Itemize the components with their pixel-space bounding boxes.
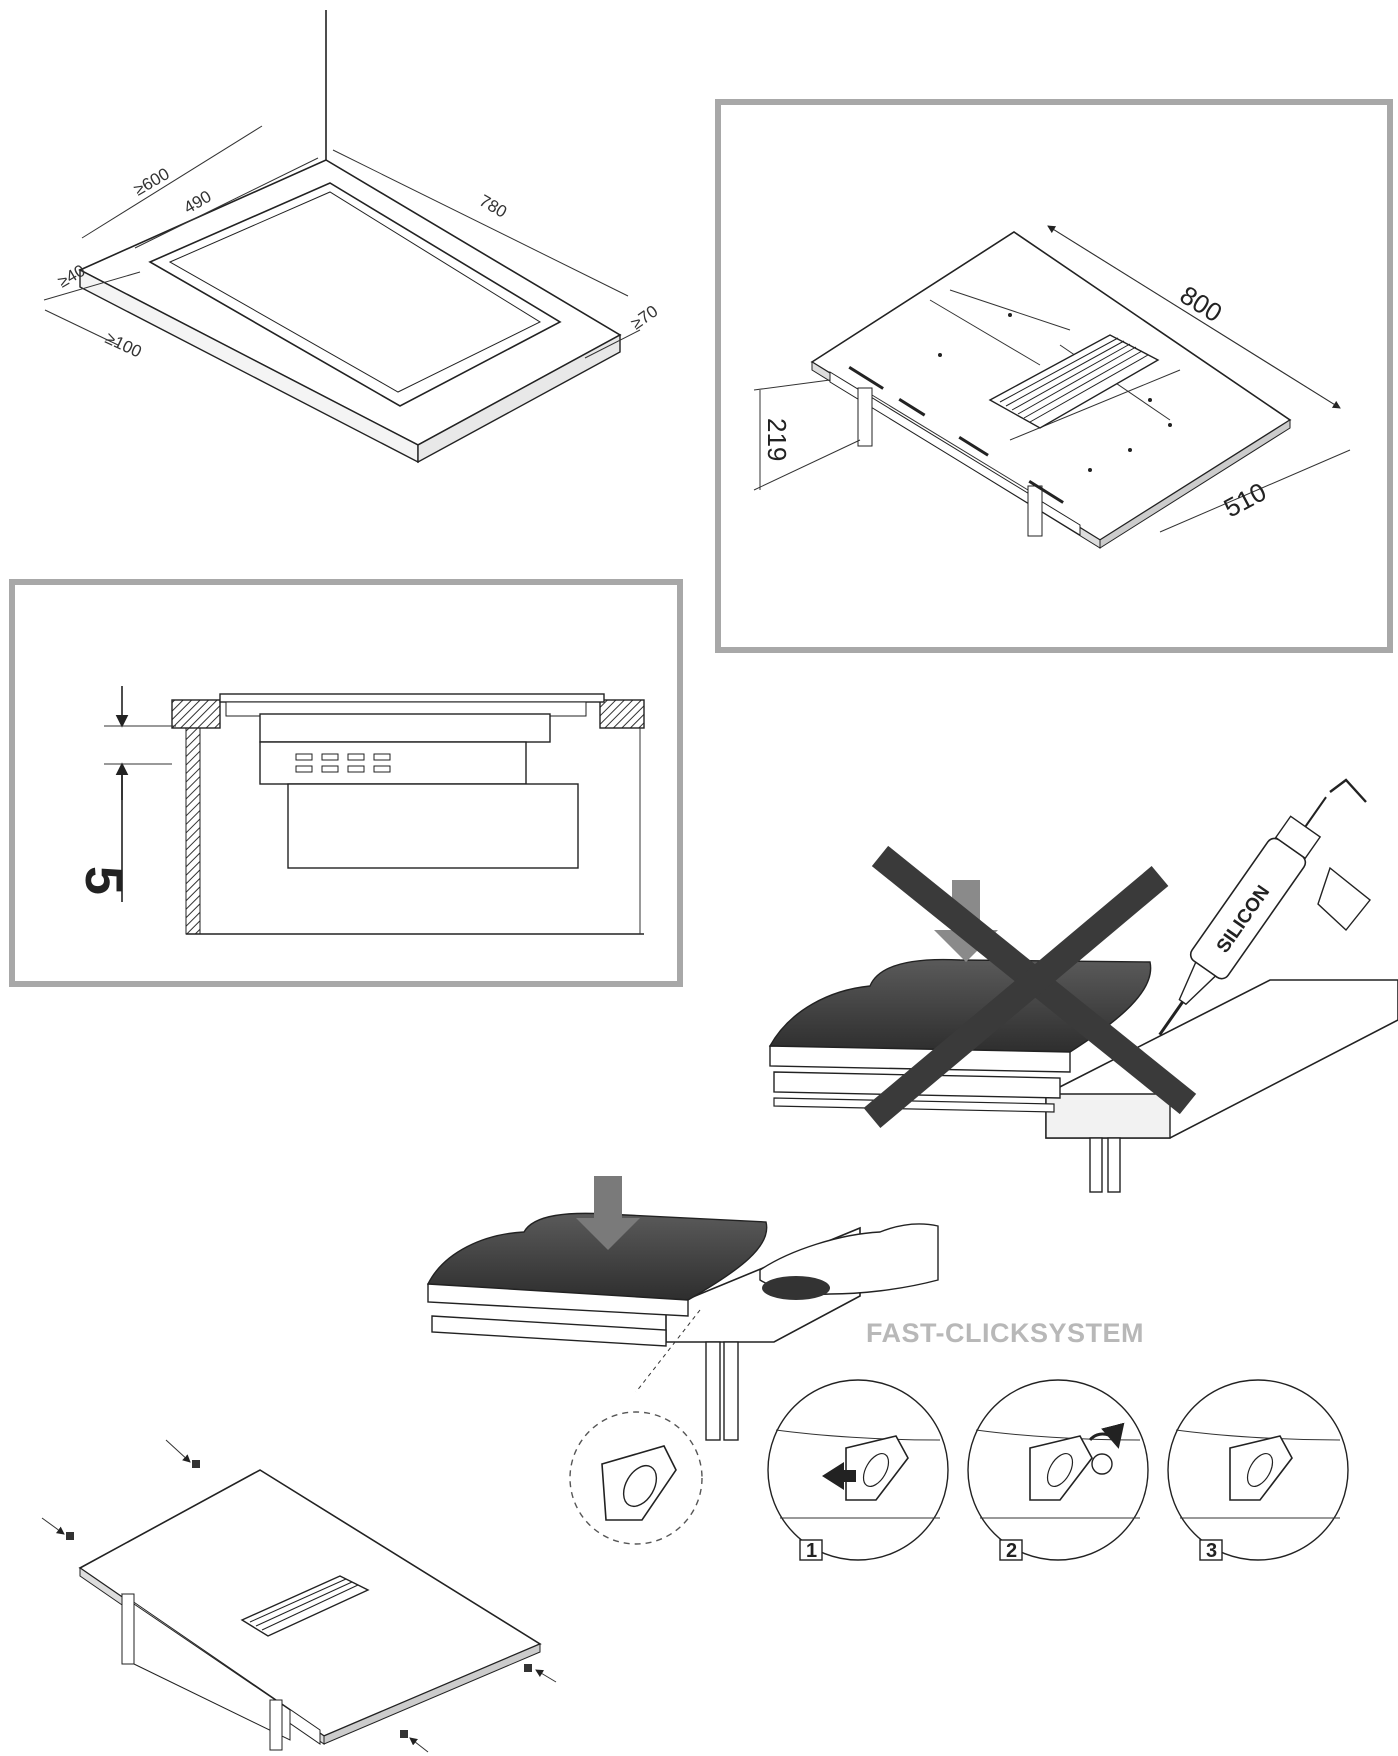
no-silicone-illustration: SILICON (768, 778, 1398, 1193)
clip-marker-right (524, 1664, 557, 1683)
cutout-diagram: ≥600 490 780 ≥40 ≥100 ≥70 (43, 10, 661, 464)
clip-marker-left (41, 1517, 74, 1540)
correct-install-illustration (426, 1176, 939, 1441)
fast-click-system-title: FAST-CLICKSYSTEM (866, 1318, 1145, 1348)
hob-dimensions-frame (715, 99, 1393, 653)
hob-depth-label: 510 (1219, 476, 1271, 523)
fast-click-details: 1 2 3 (569, 1379, 1349, 1562)
cutout-width-label: 780 (476, 191, 510, 222)
step-1-number: 1 (806, 1540, 817, 1562)
hob-dimensions-panel: 800 510 219 (715, 99, 1393, 653)
hob-width-label: 800 (1175, 280, 1228, 328)
fast-click-step-3: 3 (1167, 1379, 1349, 1562)
section-gap-label: 5 (74, 866, 132, 895)
rotate-arrow-icon (1088, 1422, 1125, 1449)
fast-click-step-2: 2 (967, 1379, 1149, 1562)
fast-click-step-1: 1 (767, 1379, 949, 1562)
clip-marker-front (400, 1730, 429, 1753)
cutout-min-side-label: ≥70 (627, 302, 661, 334)
clip-marker-rear (165, 1439, 200, 1468)
clip-positions-illustration (41, 1439, 557, 1753)
prohibited-cross-stroke-b (863, 866, 1169, 1128)
step-3-number: 3 (1206, 1540, 1217, 1562)
step-2-number: 2 (1006, 1540, 1017, 1562)
section-view-frame (9, 579, 683, 987)
screw-icon (1091, 1453, 1113, 1475)
section-view-panel: 5 (9, 579, 683, 987)
hob-height-label: 219 (762, 418, 792, 461)
cutout-min-wall-label: ≥100 (102, 328, 144, 361)
